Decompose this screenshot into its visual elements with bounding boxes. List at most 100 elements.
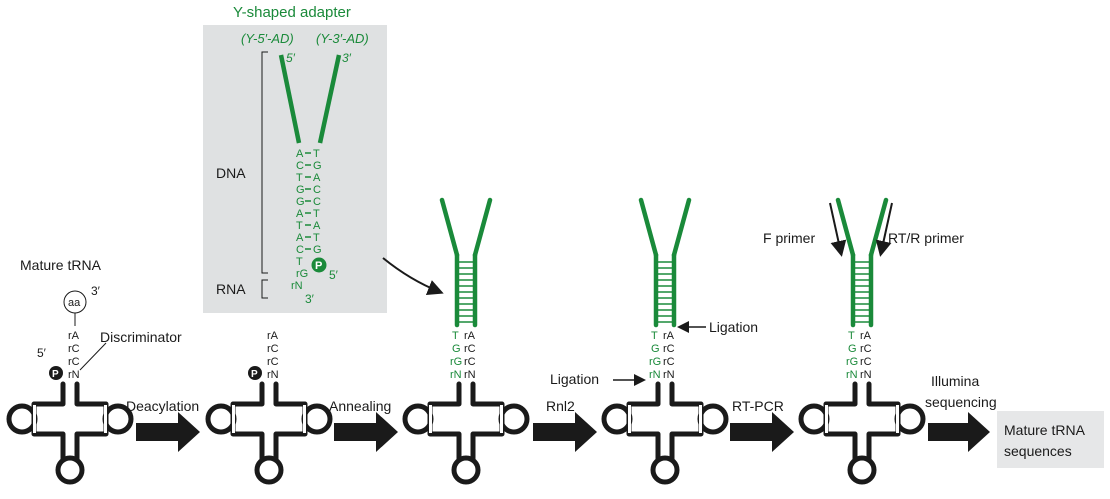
annealing-label: Annealing xyxy=(329,398,391,414)
adapter-left-arm xyxy=(278,54,302,144)
svg-text:A: A xyxy=(296,148,304,160)
svg-text:T: T xyxy=(651,330,658,342)
step-arrow-2 xyxy=(334,412,398,452)
svg-text:rG: rG xyxy=(450,356,462,368)
svg-text:T: T xyxy=(296,256,303,268)
svg-text:rN: rN xyxy=(649,369,661,381)
stage2-3prime-tail: rA rC rC rN xyxy=(267,330,279,381)
svg-text:rA: rA xyxy=(464,330,476,342)
ligation-bottom-label: Ligation xyxy=(550,371,599,387)
stage1-3prime-tail: rA rC rC rN xyxy=(68,330,80,381)
step-arrow-3 xyxy=(533,412,597,452)
step-arrow-4 xyxy=(730,412,794,452)
rt-r-primer-label: RT/R primer xyxy=(888,230,964,246)
stage1-phosphate-label: P xyxy=(52,369,59,380)
rna-bracket xyxy=(261,279,268,299)
rna-label: RNA xyxy=(216,281,246,297)
stage5-adapter-tail: T G rG rN xyxy=(846,330,858,381)
svg-text:C: C xyxy=(296,160,304,172)
y-adapter-stage-5 xyxy=(835,197,889,328)
svg-text:rN: rN xyxy=(663,369,675,381)
svg-text:A: A xyxy=(296,232,304,244)
adapter-base-pair-dashes xyxy=(305,152,311,250)
svg-text:T: T xyxy=(296,172,303,184)
f-primer-label: F primer xyxy=(763,230,815,246)
svg-text:G: G xyxy=(848,343,857,355)
result-line1: Mature tRNA xyxy=(1004,422,1086,438)
adapter-to-annealing-arrow xyxy=(382,257,444,295)
svg-text:rG: rG xyxy=(296,268,308,280)
adapter-right-strand: T G A C C T A T G xyxy=(313,148,322,256)
adapter-right-label: (Y-3′-AD) xyxy=(316,31,369,46)
svg-text:rG: rG xyxy=(649,356,661,368)
svg-text:T: T xyxy=(296,220,303,232)
svg-text:G: G xyxy=(313,244,322,256)
stage2-phosphate-icon xyxy=(248,366,262,380)
f-primer-arrow xyxy=(829,202,847,257)
discriminator-pointer xyxy=(79,342,107,371)
adapter-title: Y-shaped adapter xyxy=(233,4,351,21)
rt-pcr-label: RT-PCR xyxy=(732,398,784,414)
amino-acid-label: aa xyxy=(68,297,81,309)
result-box xyxy=(997,411,1104,468)
adapter-right-arm xyxy=(317,54,342,144)
trna-cloverleaf-4 xyxy=(601,381,729,485)
dna-label: DNA xyxy=(216,165,246,181)
trna-cloverleaf-1 xyxy=(6,381,134,485)
stage5-trna-tail: rA rC rC rN xyxy=(860,330,872,381)
svg-text:C: C xyxy=(313,196,321,208)
svg-text:C: C xyxy=(313,184,321,196)
trna-cloverleaf-5 xyxy=(798,381,926,485)
adapter-right-3prime: 3′ xyxy=(342,51,352,65)
svg-text:G: G xyxy=(452,343,461,355)
svg-text:rC: rC xyxy=(663,356,675,368)
svg-text:rN: rN xyxy=(291,280,303,292)
svg-text:A: A xyxy=(313,220,321,232)
deacylation-label: Deacylation xyxy=(126,398,199,414)
adapter-left-label: (Y-5′-AD) xyxy=(241,31,294,46)
adapter-bottom-3prime: 3′ xyxy=(305,292,315,306)
svg-text:rC: rC xyxy=(267,356,279,368)
adapter-left-strand: A C T G G A T A C T rG rN xyxy=(291,148,308,292)
stage4-trna-tail: rA rC rC rN xyxy=(663,330,675,381)
step-arrows xyxy=(136,412,990,452)
stage1-3prime: 3′ xyxy=(91,284,101,298)
stage4-adapter-tail: T G rG rN xyxy=(649,330,661,381)
stage3-adapter-tail: T G rG rN xyxy=(450,330,462,381)
ligation-top-label: Ligation xyxy=(709,319,758,335)
adapter-panel xyxy=(203,25,387,313)
svg-text:rA: rA xyxy=(663,330,675,342)
mature-trna-label: Mature tRNA xyxy=(20,257,102,273)
svg-text:rN: rN xyxy=(860,369,872,381)
svg-text:T: T xyxy=(313,232,320,244)
svg-text:rC: rC xyxy=(860,356,872,368)
step-arrow-1 xyxy=(136,412,200,452)
svg-text:rC: rC xyxy=(663,343,675,355)
svg-text:rA: rA xyxy=(68,330,80,342)
svg-text:rG: rG xyxy=(846,356,858,368)
trna-cloverleaf-2 xyxy=(205,381,333,485)
stage1-phosphate-icon xyxy=(49,366,63,380)
step-arrow-5 xyxy=(928,412,990,452)
svg-text:rA: rA xyxy=(267,330,279,342)
svg-text:rA: rA xyxy=(860,330,872,342)
svg-text:rC: rC xyxy=(464,343,476,355)
svg-text:rN: rN xyxy=(464,369,476,381)
stage3-trna-tail: rA rC rC rN xyxy=(464,330,476,381)
trna-cloverleaf-group xyxy=(6,381,926,485)
svg-text:T: T xyxy=(313,148,320,160)
illumina-label-line2: sequencing xyxy=(925,394,997,410)
stage1-5prime: 5′ xyxy=(37,346,47,360)
y-adapter-stage-3 xyxy=(439,197,493,328)
rnl2-label: Rnl2 xyxy=(546,398,575,414)
svg-text:rC: rC xyxy=(464,356,476,368)
svg-text:C: C xyxy=(296,244,304,256)
trna-cloverleaf-3 xyxy=(402,381,530,485)
illumina-label-line1: Illumina xyxy=(931,373,979,389)
adapter-phosphate-5prime: 5′ xyxy=(329,268,339,282)
svg-text:G: G xyxy=(296,196,305,208)
adapter-left-5prime: 5′ xyxy=(286,51,296,65)
adapter-phosphate-label: P xyxy=(315,260,322,272)
svg-text:T: T xyxy=(848,330,855,342)
